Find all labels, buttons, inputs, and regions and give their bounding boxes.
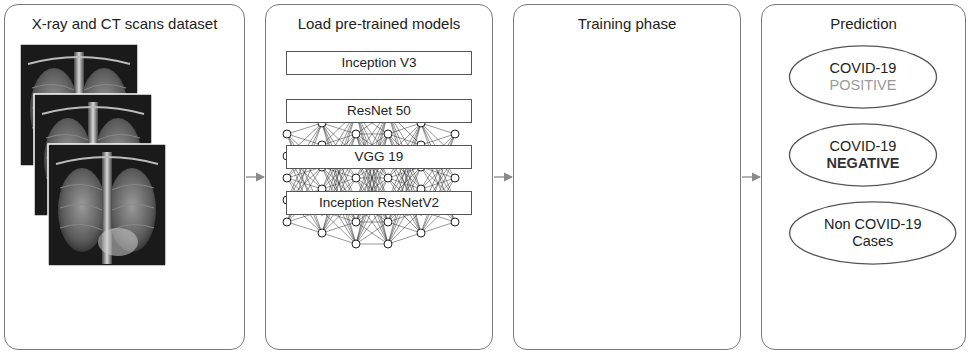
- model-box: ResNet 50: [286, 99, 472, 123]
- network-neuron: [384, 130, 392, 138]
- network-link: [388, 123, 421, 244]
- network-link: [322, 222, 356, 233]
- network-link: [421, 123, 455, 134]
- network-link: [322, 123, 356, 244]
- oval-shape: [790, 46, 937, 108]
- stage-heading: Load pre-trained models: [266, 15, 492, 33]
- model-box: Inception ResNetV2: [286, 191, 472, 215]
- node-label: ResNet 50: [347, 103, 411, 119]
- network-neuron: [384, 174, 392, 182]
- network-link: [356, 112, 388, 244]
- xray-image: [48, 144, 166, 266]
- node-label: Inception ResNetV2: [319, 195, 439, 211]
- network-neuron: [384, 218, 392, 226]
- network-neuron: [352, 130, 360, 138]
- node-label: Non COVID-19 Cases: [818, 216, 928, 250]
- prediction-oval: Non COVID-19 Cases: [788, 201, 958, 265]
- node-label: POSITIVE: [830, 77, 897, 94]
- network-neuron: [417, 229, 425, 237]
- node-label: VGG 19: [355, 149, 404, 165]
- network-neuron: [318, 229, 326, 237]
- network-link: [322, 211, 356, 244]
- network-neuron: [451, 218, 459, 226]
- stage-heading: X-ray and CT scans dataset: [5, 15, 244, 33]
- network-link: [287, 222, 322, 233]
- network-neuron: [283, 218, 291, 226]
- node-label: COVID-19: [830, 60, 897, 77]
- flow-arrow: [246, 176, 264, 177]
- network-link: [287, 123, 322, 134]
- node-label: COVID-19: [830, 138, 897, 155]
- prediction-oval: COVID-19POSITIVE: [788, 45, 938, 109]
- oval-shape: [790, 124, 937, 186]
- oval-shape: [790, 202, 956, 264]
- network-link: [421, 222, 455, 233]
- model-box: Inception V3: [286, 51, 472, 75]
- network-link: [356, 112, 388, 244]
- node-label: NEGATIVE: [826, 155, 899, 172]
- network-link: [356, 222, 388, 244]
- xray-stack: [20, 44, 166, 266]
- stage-heading: Training phase: [514, 15, 740, 33]
- prediction-oval: COVID-19NEGATIVE: [788, 123, 938, 187]
- stage-panel: PredictionCOVID-19POSITIVECOVID-19NEGATI…: [761, 4, 966, 350]
- node-label: Inception V3: [341, 55, 416, 71]
- stage-panel: Training phase: [513, 4, 741, 350]
- network-neuron: [283, 130, 291, 138]
- network-link: [356, 222, 388, 244]
- flow-arrow: [742, 176, 760, 177]
- stage-panel: X-ray and CT scans dataset: [4, 4, 245, 350]
- neural-network: [283, 108, 459, 248]
- network-link: [421, 134, 455, 145]
- stage-panel: Load pre-trained modelsInception V3 ResNe…: [265, 4, 493, 350]
- network-neuron: [451, 130, 459, 138]
- stage-heading: Prediction: [762, 15, 965, 33]
- network-link: [356, 244, 388, 245]
- network-link: [388, 233, 421, 244]
- model-box: VGG 19: [286, 145, 472, 169]
- network-neuron: [384, 240, 392, 248]
- network-neuron: [283, 174, 291, 182]
- network-link: [388, 123, 421, 134]
- network-neuron: [352, 240, 360, 248]
- network-neuron: [352, 174, 360, 182]
- network-link: [322, 233, 356, 244]
- network-neuron: [352, 218, 360, 226]
- network-link: [388, 211, 421, 244]
- flow-arrow: [494, 176, 512, 177]
- network-neuron: [451, 174, 459, 182]
